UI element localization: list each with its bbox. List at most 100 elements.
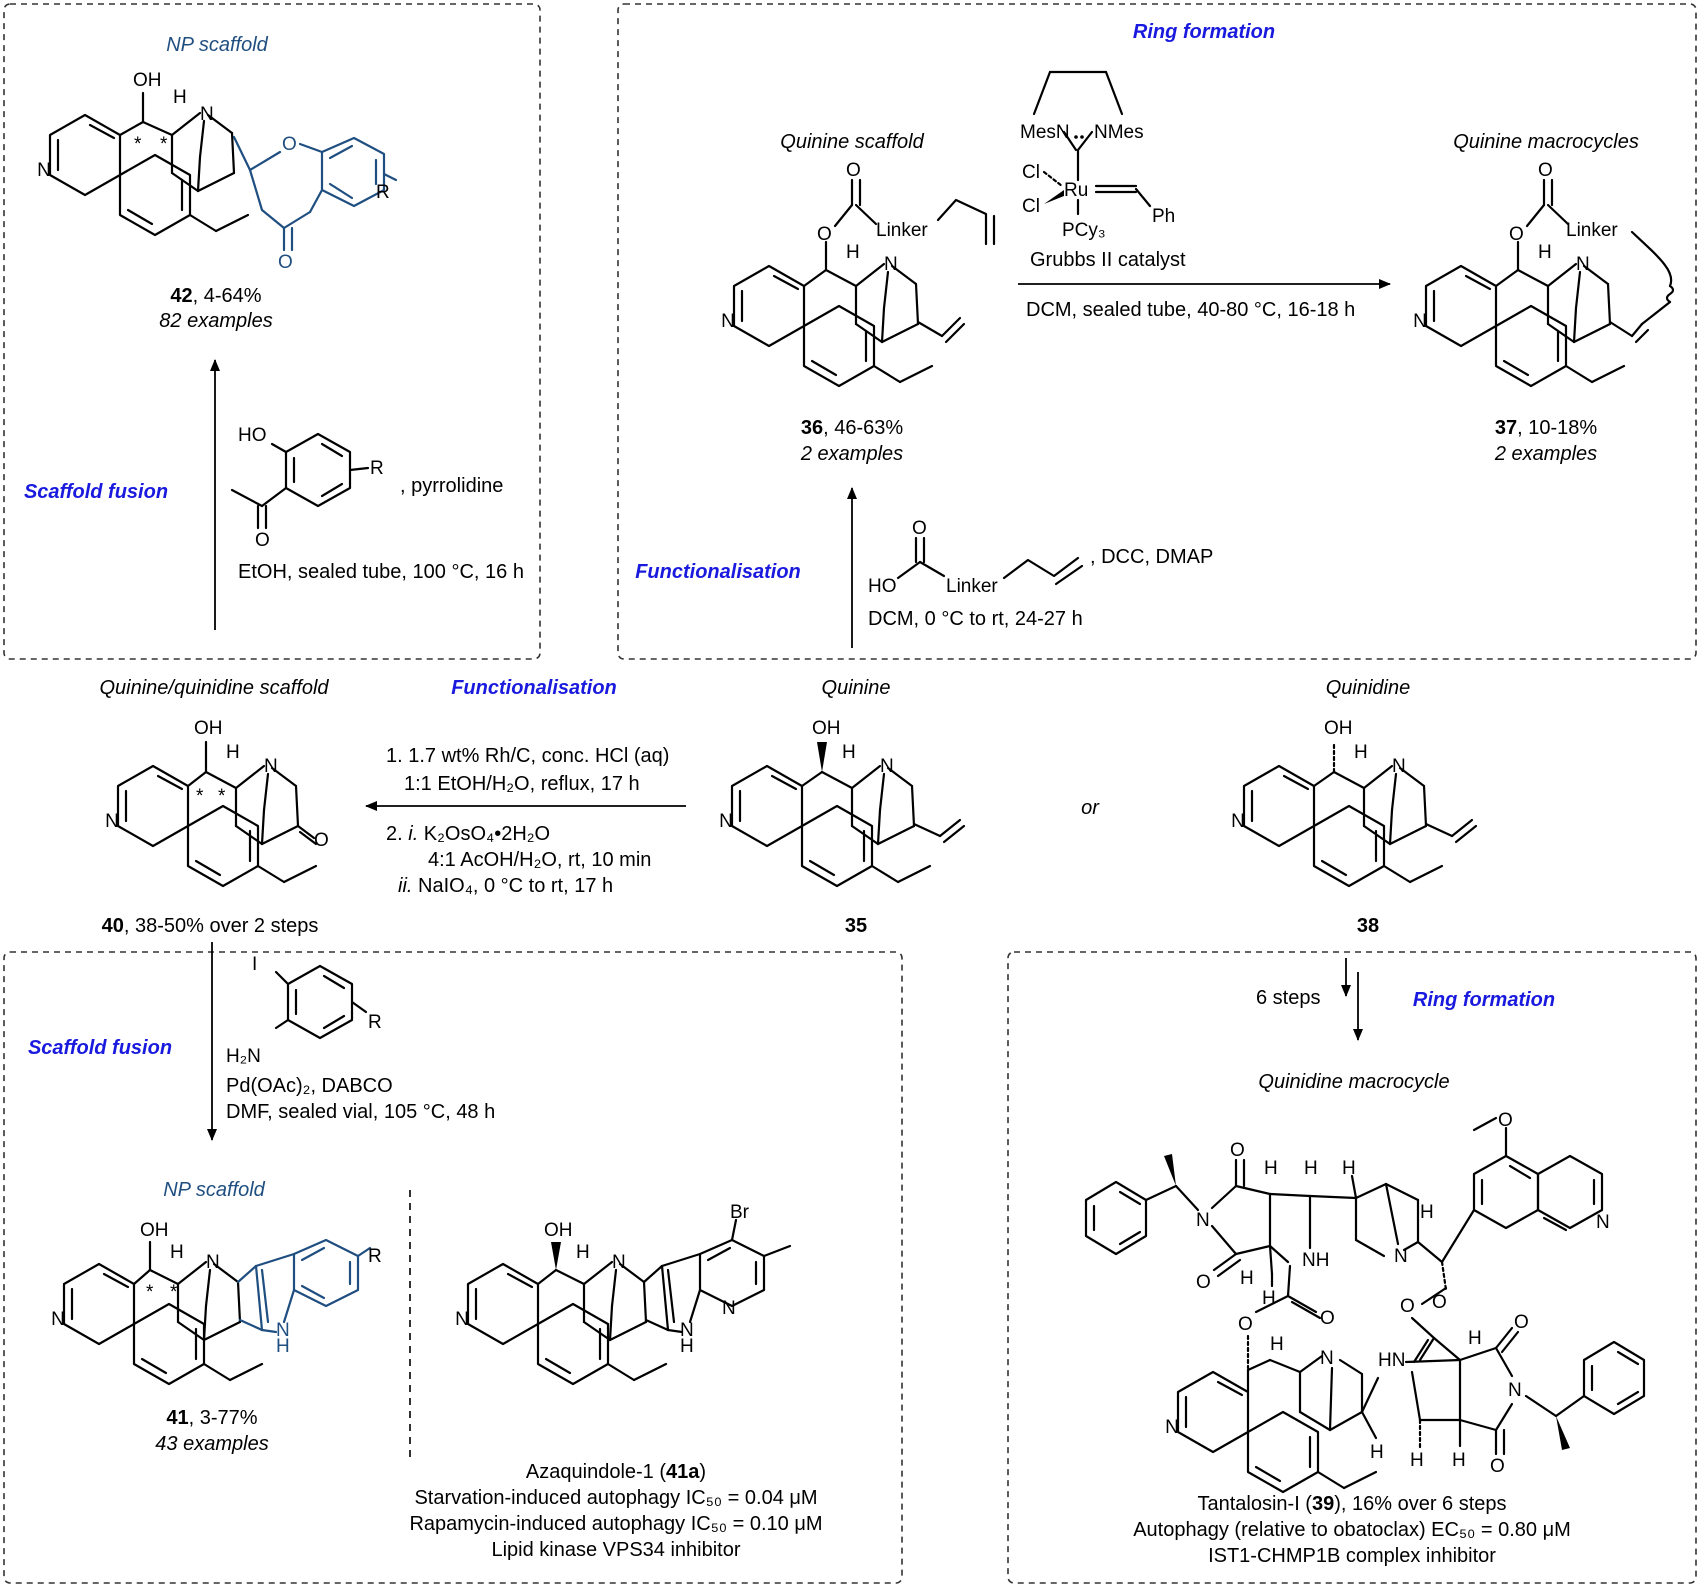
azaquindole-name: Azaquindole-1 (41a) bbox=[526, 1461, 706, 1483]
structure-38-quinidine: N OH H N bbox=[1231, 718, 1478, 888]
atom-h: H bbox=[276, 1336, 290, 1357]
atom-o: O bbox=[817, 224, 832, 245]
atom-n: N bbox=[1394, 1246, 1408, 1267]
atom-n: N bbox=[37, 160, 51, 181]
quinidine-title: Quinidine bbox=[1326, 677, 1411, 699]
stereo-star: * bbox=[160, 134, 168, 155]
reagent-iodoaniline: I H₂N R bbox=[226, 954, 382, 1067]
atom-n: N bbox=[455, 1309, 469, 1330]
six-steps: 6 steps bbox=[1256, 987, 1320, 1009]
azaquindole-ic50-starvation: Starvation-induced autophagy IC₅₀ = 0.04… bbox=[414, 1487, 817, 1509]
structure-41: N OH * * H N H N R bbox=[51, 1220, 382, 1386]
structure-39-tantalosin: N O O H H H NH H O O H bbox=[1084, 1110, 1646, 1494]
stereo-star: * bbox=[134, 134, 142, 155]
atom-br: Br bbox=[730, 1202, 750, 1223]
atom-h: H bbox=[170, 1242, 184, 1263]
label-41: 41, 3-77% bbox=[166, 1407, 257, 1429]
atom-oh: OH bbox=[544, 1220, 573, 1241]
atom-linker: Linker bbox=[876, 220, 928, 241]
atom-o: O bbox=[314, 830, 329, 851]
or-label: or bbox=[1081, 797, 1100, 819]
atom-h: H bbox=[1468, 1328, 1482, 1349]
step2c: ii. NaIO₄, 0 °C to rt, 17 h bbox=[398, 875, 613, 897]
atom-h: H bbox=[1370, 1442, 1384, 1463]
atom-o: O bbox=[1238, 1314, 1253, 1335]
atom-n: N bbox=[1165, 1417, 1179, 1438]
atom-h: H bbox=[1240, 1268, 1254, 1289]
atom-h: H bbox=[226, 742, 240, 763]
atom-r: R bbox=[368, 1012, 382, 1033]
structure-37: N O O Linker H N bbox=[1413, 160, 1675, 388]
atom-h: H bbox=[1410, 1450, 1424, 1471]
atom-n: N bbox=[722, 1298, 736, 1319]
atom-h: H bbox=[1354, 742, 1368, 763]
fusion-top-reagent: , pyrrolidine bbox=[400, 475, 503, 497]
atom-h: H bbox=[1420, 1202, 1434, 1223]
examples-37: 2 examples bbox=[1494, 443, 1597, 465]
func-top-condition: DCM, 0 °C to rt, 24-27 h bbox=[868, 608, 1083, 630]
atom-n: N bbox=[884, 254, 898, 275]
quinidine-macrocycle-title: Quinidine macrocycle bbox=[1258, 1071, 1449, 1093]
atom-n: N bbox=[105, 811, 119, 832]
atom-h: H bbox=[680, 1336, 694, 1357]
atom-r: R bbox=[370, 458, 384, 479]
fusion-bottom-cond2: DMF, sealed vial, 105 °C, 48 h bbox=[226, 1101, 495, 1123]
atom-nmes: NMes bbox=[1094, 122, 1144, 143]
structure-40: N OH * * H N O bbox=[105, 718, 329, 888]
np-scaffold-box-bottom bbox=[3, 951, 903, 1584]
atom-oh: OH bbox=[140, 1220, 169, 1241]
fusion-bottom-cond1: Pd(OAc)₂, DABCO bbox=[226, 1075, 393, 1097]
quinine-title: Quinine bbox=[822, 677, 891, 699]
quinine-macrocycles-title: Quinine macrocycles bbox=[1453, 131, 1639, 153]
atom-n: N bbox=[1392, 756, 1406, 777]
step1b: 1:1 EtOH/H₂O, reflux, 17 h bbox=[404, 773, 640, 795]
reagent-hydroxyacetophenone: HO O R bbox=[230, 425, 384, 551]
label-36: 36, 46-63% bbox=[801, 417, 904, 439]
azaquindole-ic50-rapamycin: Rapamycin-induced autophagy IC₅₀ = 0.10 … bbox=[409, 1513, 822, 1535]
atom-n: N bbox=[1508, 1380, 1522, 1401]
atom-mesn: MesN bbox=[1020, 122, 1070, 143]
label-37: 37, 10-18% bbox=[1495, 417, 1598, 439]
atom-pcy3: PCy₃ bbox=[1062, 220, 1106, 241]
atom-h2n: H₂N bbox=[226, 1046, 261, 1067]
atom-cl: Cl bbox=[1022, 162, 1040, 183]
atom-o: O bbox=[255, 530, 270, 551]
stereo-star: * bbox=[170, 1282, 178, 1303]
atom-o: O bbox=[1509, 224, 1524, 245]
label-38: 38 bbox=[1357, 915, 1379, 937]
atom-r: R bbox=[368, 1246, 382, 1267]
atom-n: N bbox=[206, 1252, 220, 1273]
atom-nh: NH bbox=[1302, 1250, 1329, 1271]
atom-h: H bbox=[173, 87, 187, 108]
atom-o: O bbox=[1196, 1272, 1211, 1293]
tantalosin-ec50: Autophagy (relative to obatoclax) EC₅₀ =… bbox=[1133, 1519, 1571, 1541]
structure-41a-azaquindole: N OH H N H N N Br bbox=[455, 1202, 792, 1386]
atom-oh: OH bbox=[812, 718, 841, 739]
atom-o: O bbox=[1400, 1296, 1415, 1317]
atom-o: O bbox=[1432, 1292, 1447, 1313]
structure-36: N O O Linker H N bbox=[721, 160, 996, 388]
atom-o: O bbox=[1230, 1140, 1245, 1161]
grubbs-name: Grubbs II catalyst bbox=[1030, 249, 1186, 271]
atom-n: N bbox=[264, 756, 278, 777]
ring-formation-label-right: Ring formation bbox=[1413, 989, 1555, 1011]
atom-o: O bbox=[912, 518, 927, 539]
atom-n: N bbox=[1596, 1212, 1610, 1233]
azaquindole-target: Lipid kinase VPS34 inhibitor bbox=[491, 1539, 740, 1561]
atom-n: N bbox=[1196, 1210, 1210, 1231]
atom-oh: OH bbox=[194, 718, 223, 739]
quinine-scaffold-title: Quinine scaffold bbox=[780, 131, 924, 153]
stereo-star: * bbox=[218, 786, 226, 807]
atom-o: O bbox=[1538, 160, 1553, 181]
atom-h: H bbox=[1304, 1158, 1318, 1179]
atom-cl: Cl bbox=[1022, 196, 1040, 217]
tantalosin-target: IST1-CHMP1B complex inhibitor bbox=[1208, 1545, 1496, 1567]
ring-formation-box-right bbox=[1007, 951, 1697, 1584]
atom-n: N bbox=[721, 311, 735, 332]
atom-o: O bbox=[1498, 1110, 1513, 1131]
grubbs-condition: DCM, sealed tube, 40-80 °C, 16-18 h bbox=[1026, 299, 1355, 321]
tantalosin-name: Tantalosin-I (39), 16% over 6 steps bbox=[1197, 1493, 1506, 1515]
label-40: 40, 38-50% over 2 steps bbox=[102, 915, 319, 937]
atom-i: I bbox=[252, 954, 257, 975]
